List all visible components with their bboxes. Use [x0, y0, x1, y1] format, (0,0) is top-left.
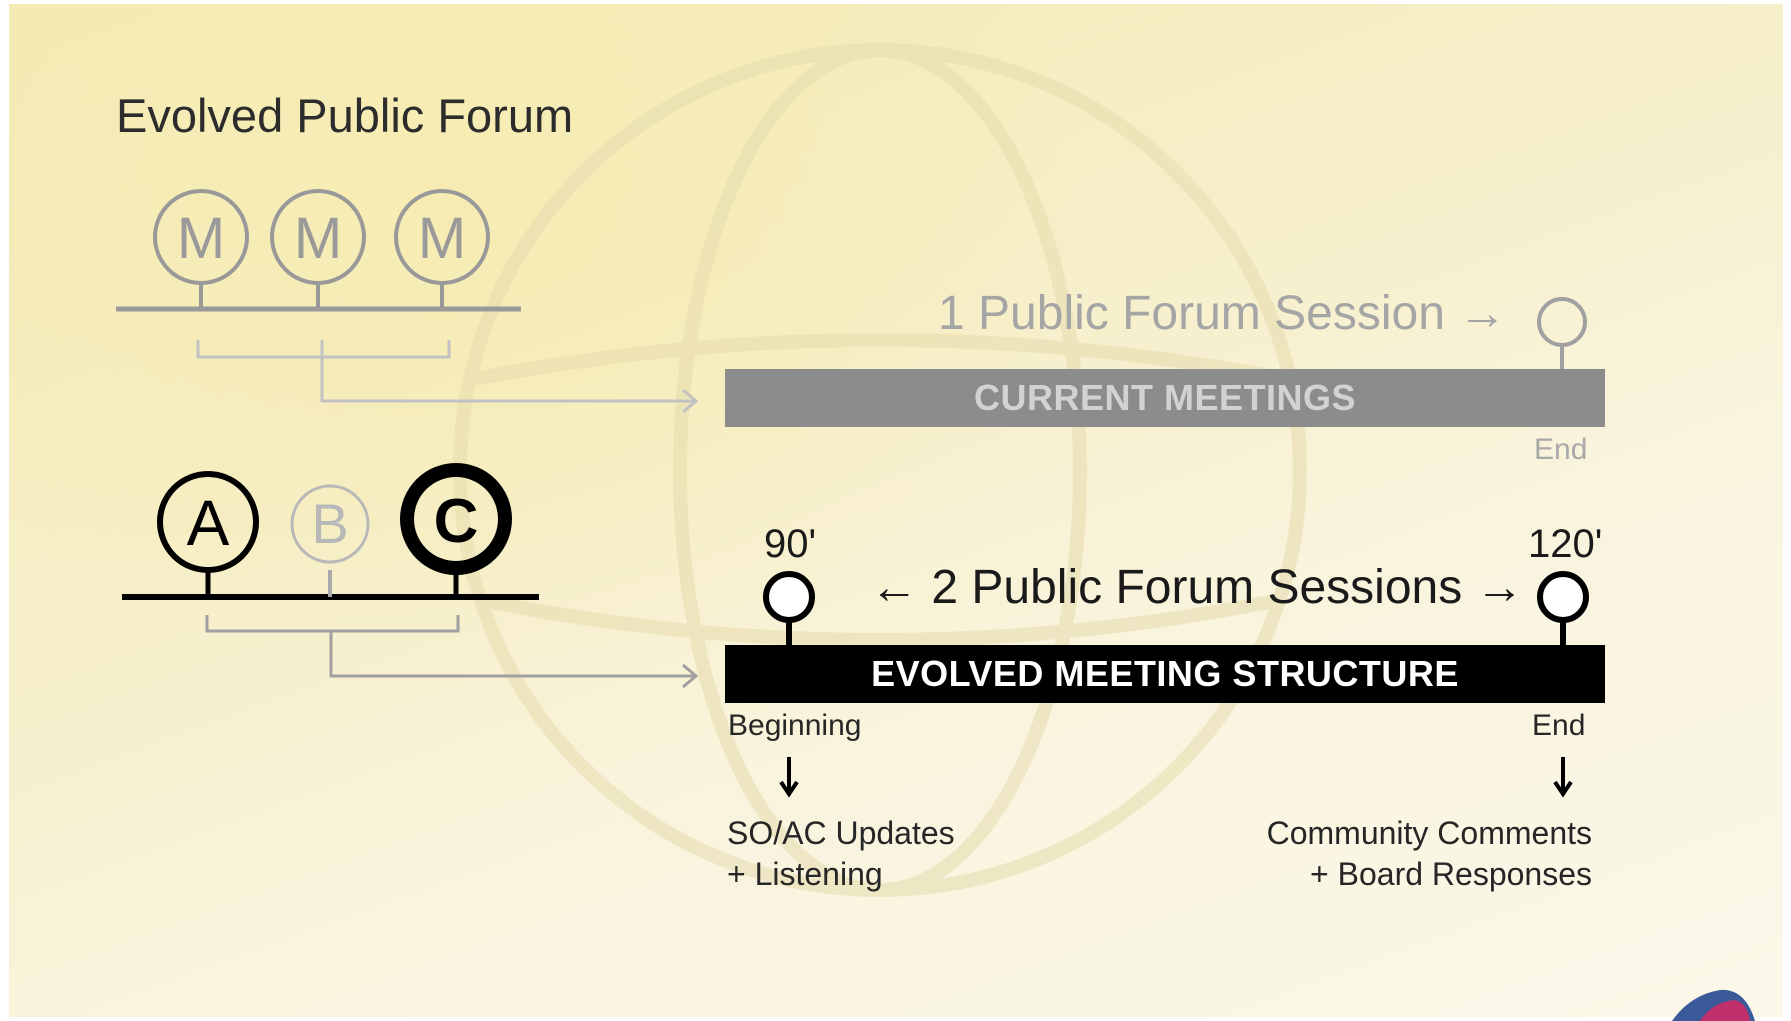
down-arrow-beginning — [779, 757, 799, 798]
meeting-letter-c: C — [434, 487, 479, 556]
meeting-letter-m1: M — [177, 206, 225, 271]
meeting-circle-m1 — [153, 189, 249, 285]
down-arrow-end — [1553, 757, 1573, 798]
evolved-session-label: ← 2 Public Forum Sessions → — [870, 561, 1524, 614]
meeting-letter-b: B — [311, 492, 348, 555]
logo-fragment — [1672, 989, 1755, 1021]
beginning-note-line-1: SO/AC Updates — [727, 815, 955, 851]
marker-120-pin — [1537, 571, 1589, 645]
evolved-meeting-bar: EVOLVED MEETING STRUCTURE — [725, 645, 1605, 703]
evolved-bracket-arrow — [205, 615, 699, 689]
globe-watermark — [453, 43, 1307, 897]
current-meetings-group — [116, 189, 521, 312]
meeting-letter-m3: M — [418, 206, 466, 271]
meeting-circle-c — [400, 463, 512, 575]
current-end-marker — [1537, 297, 1587, 369]
evolved-meeting-bar-label: EVOLVED MEETING STRUCTURE — [871, 653, 1459, 694]
meeting-circle-m2 — [270, 189, 366, 285]
current-session-label: 1 Public Forum Session → — [938, 287, 1507, 340]
marker-90-label: 90' — [764, 522, 817, 566]
page-title: Evolved Public Forum — [116, 89, 574, 142]
meeting-letter-a: A — [187, 487, 230, 559]
marker-90-pin — [763, 571, 815, 645]
meeting-circle-b — [290, 484, 370, 564]
current-bracket-arrow — [196, 340, 699, 414]
meeting-letter-m2: M — [294, 206, 342, 271]
beginning-note-line-2: + Listening — [727, 856, 883, 892]
background — [9, 4, 1783, 1017]
evolved-end-label: End — [1532, 709, 1586, 742]
end-note-line-2: + Board Responses — [1310, 856, 1592, 892]
meeting-circle-a — [157, 471, 259, 573]
end-note-line-1: Community Comments — [1266, 815, 1592, 851]
beginning-label: Beginning — [728, 709, 862, 742]
current-meetings-bar-label: CURRENT MEETINGS — [973, 377, 1356, 418]
meeting-circle-m3 — [394, 189, 490, 285]
current-meetings-bar: CURRENT MEETINGS — [725, 369, 1605, 427]
marker-120-label: 120' — [1528, 522, 1603, 566]
current-end-label: End — [1534, 433, 1588, 466]
evolved-meetings-group — [122, 463, 539, 600]
beginning-note: SO/AC Updates + Listening — [727, 813, 955, 895]
end-note: Community Comments + Board Responses — [1267, 813, 1592, 895]
